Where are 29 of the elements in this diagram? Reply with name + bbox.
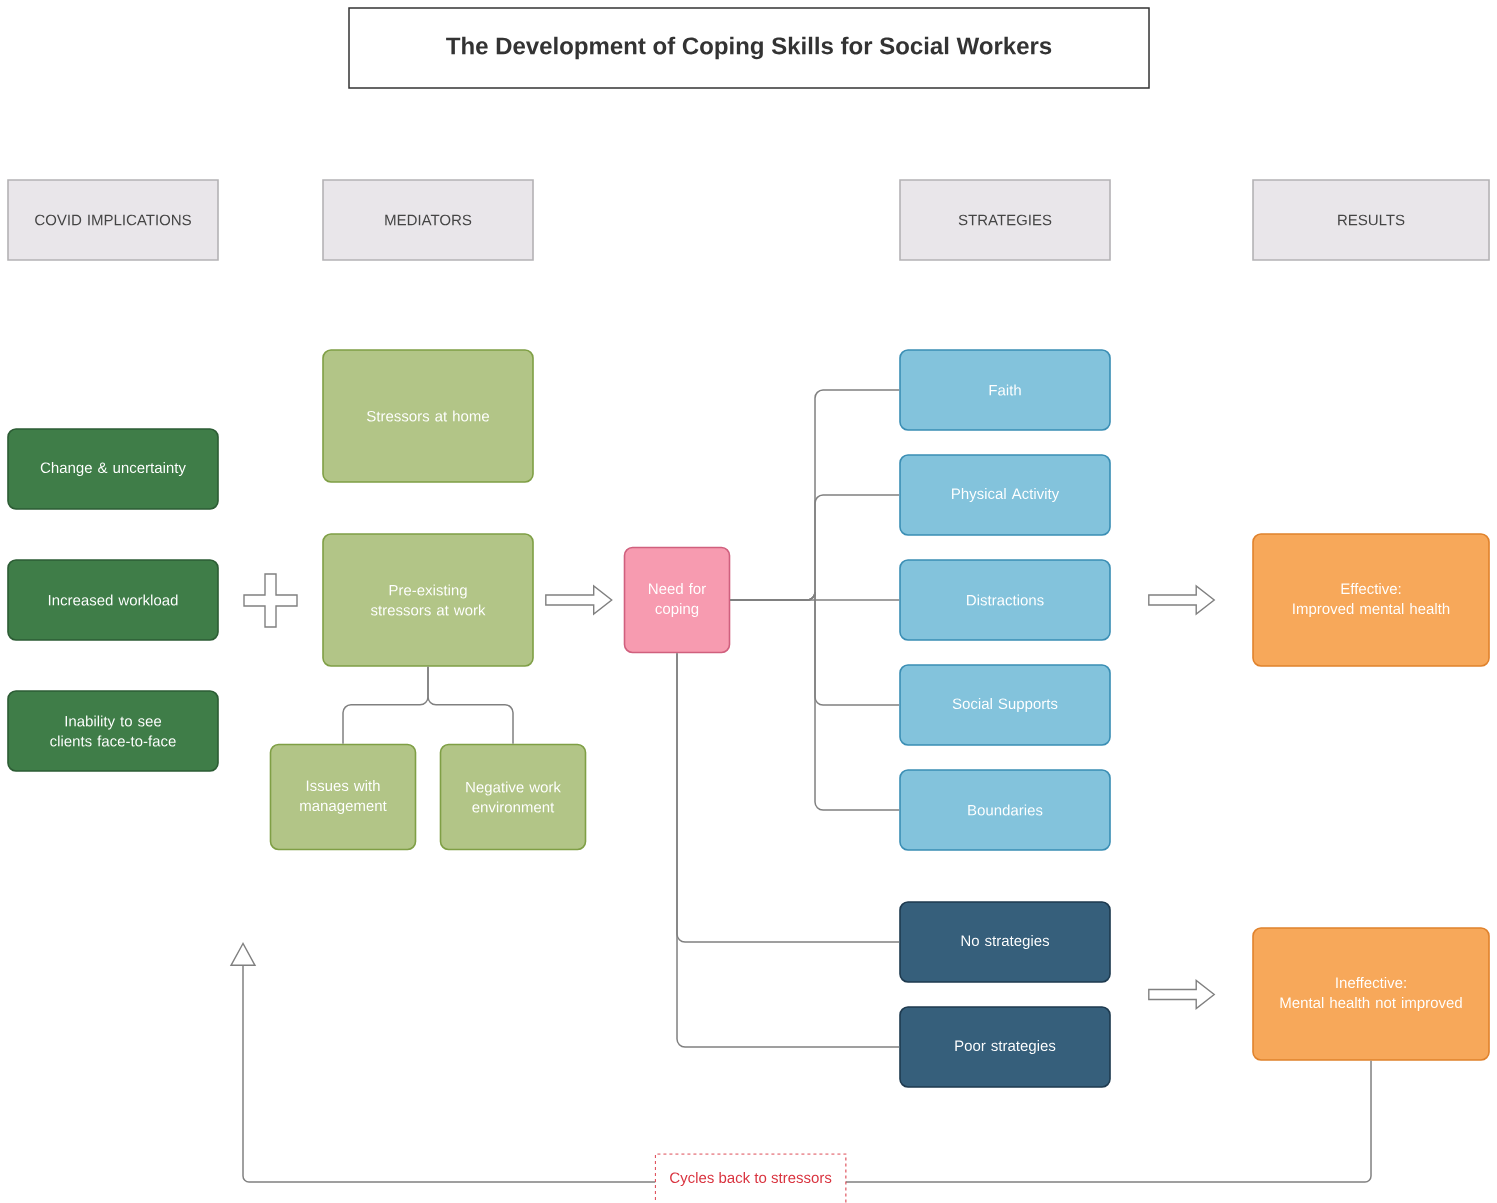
- result-box: Effective: Improved mental health: [1252, 533, 1490, 667]
- mediator-box: Issues with management: [269, 743, 417, 851]
- header-box: COVID IMPLICATIONS: [7, 179, 219, 261]
- strategy-box: Boundaries: [899, 769, 1111, 851]
- mediator-box: Stressors at home: [322, 349, 534, 483]
- mediator-box: Pre-existing stressors at work: [322, 533, 534, 667]
- header-box: STRATEGIES: [899, 179, 1111, 261]
- need-box: Need for coping: [623, 546, 731, 654]
- edge-label: Cycles back to stressors: [654, 1153, 847, 1203]
- mediator-box: Negative work environment: [439, 743, 587, 851]
- strategy-box: Poor strategies: [899, 1006, 1111, 1088]
- header-box: RESULTS: [1252, 179, 1490, 261]
- title-box: The Development of Coping Skills for Social Workers: [348, 7, 1150, 89]
- implication-box: Increased workload: [7, 559, 219, 641]
- strategy-box: Distractions: [899, 559, 1111, 641]
- strategy-box: No strategies: [899, 901, 1111, 983]
- connector-line: [676, 652, 900, 1048]
- connector-line: [427, 666, 514, 745]
- block-arrow: [1148, 979, 1216, 1010]
- header-box: MEDIATORS: [322, 179, 534, 261]
- block-arrow: [545, 584, 613, 616]
- implication-box: Change & uncertainty: [7, 428, 219, 510]
- connector-line: [729, 591, 900, 811]
- strategy-box: Social Supports: [899, 664, 1111, 746]
- strategy-box: Physical Activity: [899, 454, 1111, 536]
- implication-box: Inability to see clients face-to-face: [7, 690, 219, 772]
- result-box: Ineffective: Mental health not improved: [1252, 927, 1490, 1061]
- strategy-box: Faith: [899, 349, 1111, 431]
- block-arrow: [1148, 584, 1216, 616]
